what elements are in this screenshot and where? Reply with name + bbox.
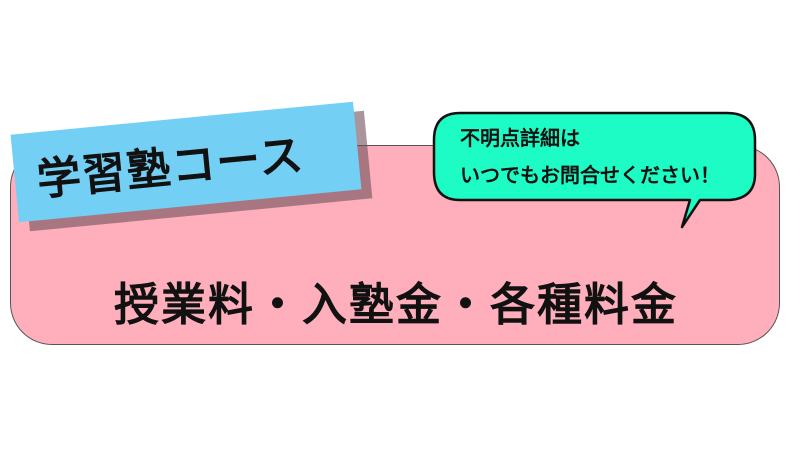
fees-heading: 授業料・入塾金・各種料金	[113, 278, 678, 331]
speech-bubble: 不明点詳細は いつでもお問合せください！	[430, 110, 760, 232]
bubble-text-line1: 不明点詳細は	[460, 126, 580, 150]
bubble-text-line2: いつでもお問合せください！	[460, 163, 720, 187]
course-label: 学習塾コース	[10, 101, 373, 232]
speech-bubble-shape	[432, 111, 757, 229]
